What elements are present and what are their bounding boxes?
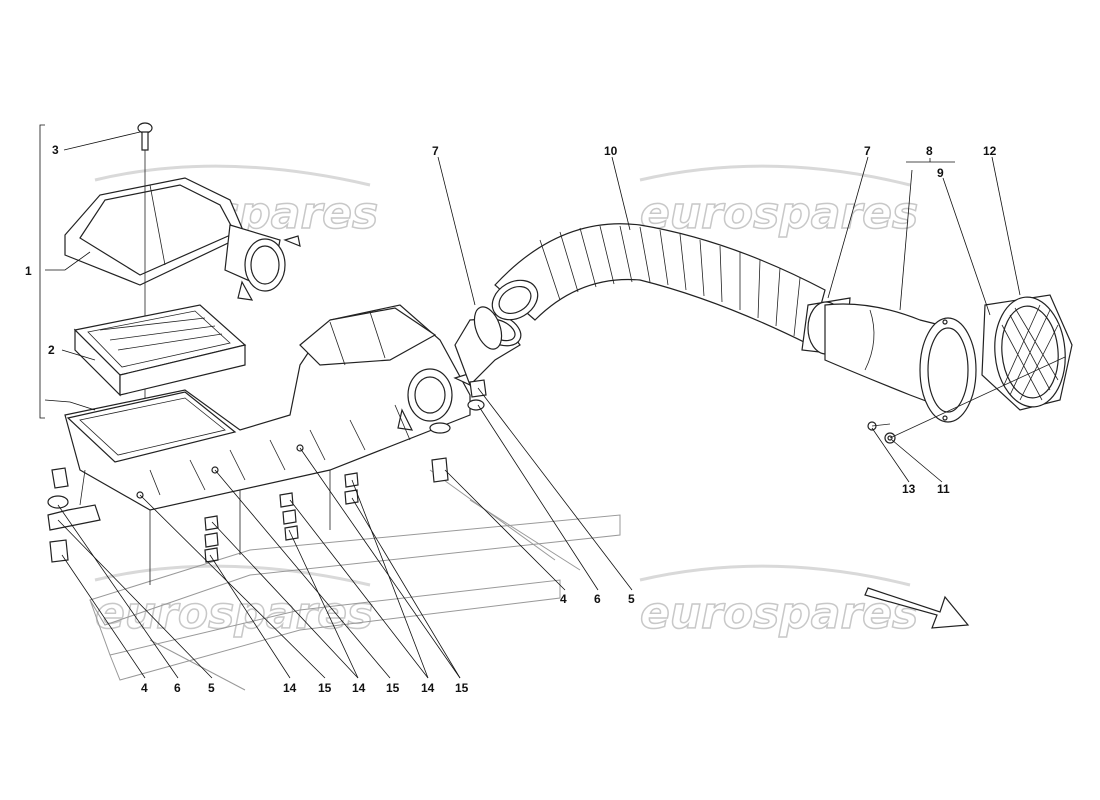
- callout-14-b: 14: [352, 681, 366, 695]
- watermark-text: eurospares: [95, 588, 373, 639]
- callout-1: 1: [25, 264, 32, 278]
- callout-4-right: 4: [560, 592, 567, 606]
- callout-14-a: 14: [283, 681, 297, 695]
- callout-12: 12: [983, 144, 997, 158]
- callout-15-c: 15: [455, 681, 469, 695]
- filter-housing-cover: [64, 177, 301, 301]
- watermark-text: eurospares: [640, 188, 918, 239]
- callout-15-b: 15: [386, 681, 400, 695]
- callout-11: 11: [937, 482, 950, 496]
- callout-15-a: 15: [318, 681, 332, 695]
- callout-6-left: 6: [174, 681, 181, 695]
- callout-8: 8: [926, 144, 933, 158]
- screw-3: [137, 122, 153, 460]
- coupling-ring-7-left: [473, 306, 503, 350]
- callout-10: 10: [604, 144, 618, 158]
- clips-14-15: [136, 444, 359, 563]
- chassis-frame: [89, 469, 621, 691]
- washer-11: [884, 356, 1066, 444]
- callout-7-left: 7: [432, 144, 439, 158]
- callout-9: 9: [937, 166, 944, 180]
- callout-5-right: 5: [628, 592, 635, 606]
- callout-2: 2: [48, 343, 55, 357]
- grille-12: [981, 294, 1073, 411]
- watermark-top-right: eurospares: [639, 164, 919, 240]
- filter-element-2: [73, 304, 247, 397]
- callout-5-left: 5: [208, 681, 215, 695]
- callout-7-right: 7: [864, 144, 871, 158]
- mount-left: [47, 467, 101, 563]
- filter-housing-lower: [64, 304, 471, 585]
- screw-13: [867, 421, 891, 431]
- leader-lines: [44, 131, 1021, 679]
- watermark-bottom-right: eurospares: [639, 564, 919, 640]
- watermark-bottom-left: eurospares: [94, 564, 374, 640]
- direction-arrow-icon: [864, 587, 970, 629]
- callout-14-c: 14: [421, 681, 435, 695]
- callout-3: 3: [52, 143, 59, 157]
- callout-6-right: 6: [594, 592, 601, 606]
- flange-9: [919, 317, 977, 423]
- callout-13: 13: [902, 482, 916, 496]
- flexible-hose-10: [491, 223, 826, 346]
- callout-4-left: 4: [141, 681, 148, 695]
- group-bracket-1: [39, 124, 45, 419]
- callouts: 1 2 3 7 10 7 8 9 12 13 11 4 6 5 4 6 5 14…: [25, 143, 997, 695]
